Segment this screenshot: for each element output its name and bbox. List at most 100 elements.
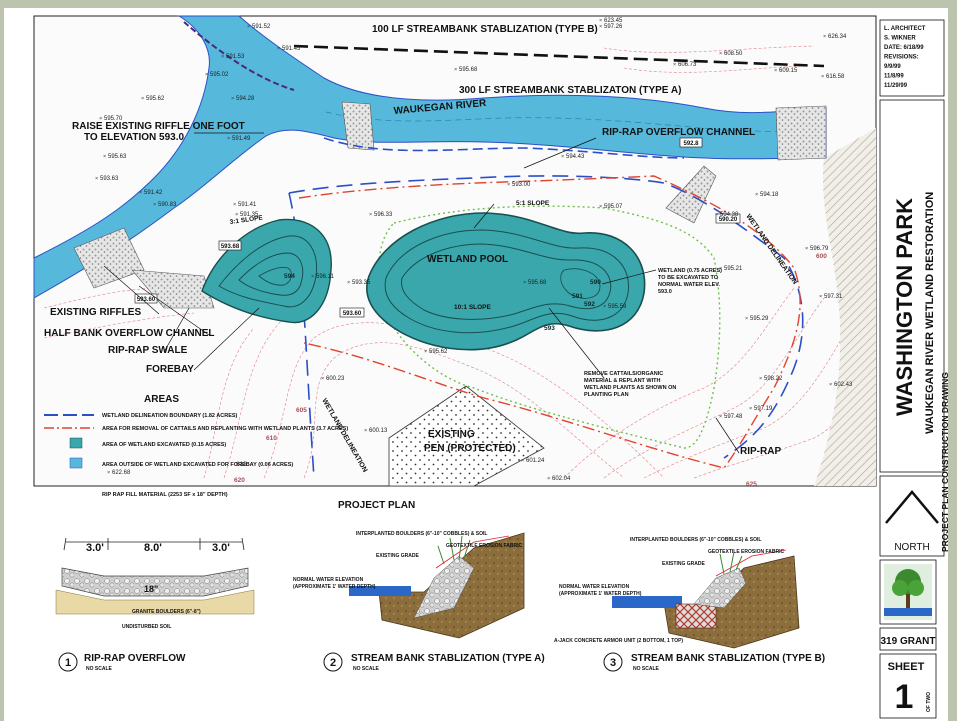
depth-label: 18" — [144, 584, 158, 594]
spot-marker: × — [673, 62, 676, 68]
streambank-line — [183, 21, 295, 91]
detail-note: UNDISTURBED SOIL — [122, 624, 171, 630]
streambank-a-line — [323, 137, 685, 159]
riffle-block — [341, 101, 375, 151]
spot-elevation-label: 600.13 — [369, 428, 388, 434]
spot-elevation-label: 593.63 — [100, 176, 119, 182]
spot-elevation: ×594.18 — [755, 192, 779, 198]
spot-marker: × — [205, 72, 208, 78]
spot-elevation-label: 606.73 — [678, 62, 697, 68]
contour-label: 615 — [236, 461, 247, 468]
spot-elevation: ×595.70 — [99, 116, 123, 122]
spot-elevation-label: 601.24 — [526, 458, 545, 464]
sheet-box — [879, 653, 937, 719]
existing-pen-label: EXISTING — [428, 429, 475, 440]
spot-elevation: ×591.45 — [277, 46, 301, 52]
revision-line: DATE: 6/18/99 — [884, 45, 924, 51]
contour-label: 591 — [572, 293, 583, 300]
elevation-tag — [715, 213, 741, 224]
legend-item: AREA FOR REMOVAL OF CATTAILS AND REPLANT… — [102, 426, 348, 432]
spot-elevation-label: 595.59 — [608, 304, 627, 310]
spot-elevation: ×595.59 — [603, 304, 627, 310]
existing-riffles-label: EXISTING RIFFLES — [50, 307, 141, 318]
a-jack-units — [675, 603, 717, 629]
existing-pen-label-2: PEN (PROTECTED) — [424, 443, 516, 454]
detail-number-circle — [58, 652, 78, 672]
spot-elevation: ×609.15 — [774, 68, 798, 74]
detail-number-circle — [323, 652, 343, 672]
spot-elevation-label: 591.53 — [226, 54, 245, 60]
raise-riffle-label: RAISE EXISTING RIFFLE ONE FOOT — [72, 121, 245, 132]
spot-elevation: ×591.35 — [235, 212, 259, 218]
spot-elevation: ×597.31 — [819, 294, 843, 300]
dimension-label: 3.0' — [86, 542, 104, 554]
spot-marker: × — [99, 116, 102, 122]
spot-elevation-label: 600.23 — [326, 376, 345, 382]
spot-elevation-label: 594.43 — [566, 154, 585, 160]
spot-marker: × — [103, 154, 106, 160]
detail-number-circle — [603, 652, 623, 672]
contour-label: 620 — [234, 477, 245, 484]
spot-elevation: ×598.22 — [759, 376, 783, 382]
contour-label: 605 — [296, 407, 307, 414]
revision-line: 11/8/99 — [884, 74, 904, 80]
detail-number: 3 — [610, 657, 616, 669]
detail-note: EXISTING GRADE — [662, 561, 705, 567]
spot-elevation: ×616.58 — [821, 74, 845, 80]
detail-note: (APPROXIMATE 1' WATER DEPTH) — [559, 591, 642, 597]
spot-elevations: ×591.52×591.45×591.53×595.02×595.62×595.… — [95, 18, 853, 482]
revision-line: REVISIONS: — [884, 55, 919, 61]
grant-box — [879, 627, 937, 651]
spot-elevation: ×595.29 — [745, 316, 769, 322]
dimension-label: 3.0' — [212, 542, 230, 554]
spot-marker: × — [369, 212, 372, 218]
construction-drawing: 593.68 593.60 593.60 592.8 590.20 ×591.5… — [33, 15, 948, 719]
detail-note: NORMAL WATER ELEVATION — [293, 577, 364, 583]
spot-marker: × — [507, 182, 510, 188]
waukegan-river — [33, 15, 827, 299]
spot-marker: × — [715, 212, 718, 218]
spot-elevation-label: 597.26 — [604, 24, 623, 30]
spot-elevation-label: 591.52 — [252, 24, 271, 30]
half-bank-label: HALF BANK OVERFLOW CHANNEL — [44, 328, 215, 339]
spot-elevation-label: 596.11 — [316, 274, 335, 280]
spot-elevation-label: 595.70 — [104, 116, 123, 122]
grant-label: 319 GRANT — [880, 636, 935, 647]
water-band — [349, 586, 411, 596]
riprap-channel-block — [665, 165, 717, 224]
elevation-tag-text: 593.68 — [221, 244, 240, 250]
spot-elevation: ×595.21 — [719, 266, 743, 272]
spot-marker: × — [759, 376, 762, 382]
fill-material-note: RIP RAP FILL MATERIAL (2253 SF x 18" DEP… — [102, 492, 228, 498]
spot-elevation: ×606.73 — [673, 62, 697, 68]
plan-area: 593.68 593.60 593.60 592.8 590.20 ×591.5… — [33, 15, 877, 488]
sheet-of: OF TWO — [926, 692, 932, 712]
spot-elevation: ×597.19 — [749, 406, 773, 412]
detail-streambank-type-a: INTERPLANTED BOULDERS (6"-10" COBBLES) &… — [293, 531, 545, 672]
wetland-pool — [365, 212, 646, 351]
legend-swatch-forebay — [69, 457, 83, 469]
spot-marker: × — [749, 406, 752, 412]
spot-elevation-label: 591.49 — [232, 136, 251, 142]
spot-elevation: ×594.38 — [715, 212, 739, 218]
spot-elevation-label: 595.68 — [528, 280, 547, 286]
streambank-a-label: 300 LF STREAMBANK STABLIZATON (TYPE A) — [459, 85, 681, 96]
spot-elevation-label: 594.38 — [720, 212, 739, 218]
slope-label: 3:1 SLOPE — [229, 214, 264, 226]
spot-elevation-label: 602.43 — [834, 382, 853, 388]
spot-elevation-label: 602.04 — [552, 476, 571, 482]
riprap-swale-label: RIP-RAP SWALE — [108, 345, 188, 356]
spot-elevation: ×623.45 — [599, 18, 623, 24]
elevation-tag-text: 590.20 — [719, 217, 738, 223]
detail-scale: NO SCALE — [633, 666, 660, 672]
legend-item: AREA OUTSIDE OF WETLAND EXCAVATED FOR FO… — [102, 462, 293, 468]
north-label: NORTH — [894, 542, 929, 553]
existing-pen — [388, 385, 545, 487]
riprap-overflow-channel-label: RIP-RAP OVERFLOW CHANNEL — [602, 127, 755, 138]
water-band — [612, 596, 682, 608]
spot-marker: × — [829, 382, 832, 388]
detail-note: INTERPLANTED BOULDERS (6"-10" COBBLES) &… — [630, 537, 761, 543]
spot-elevation-label: 596.33 — [374, 212, 393, 218]
